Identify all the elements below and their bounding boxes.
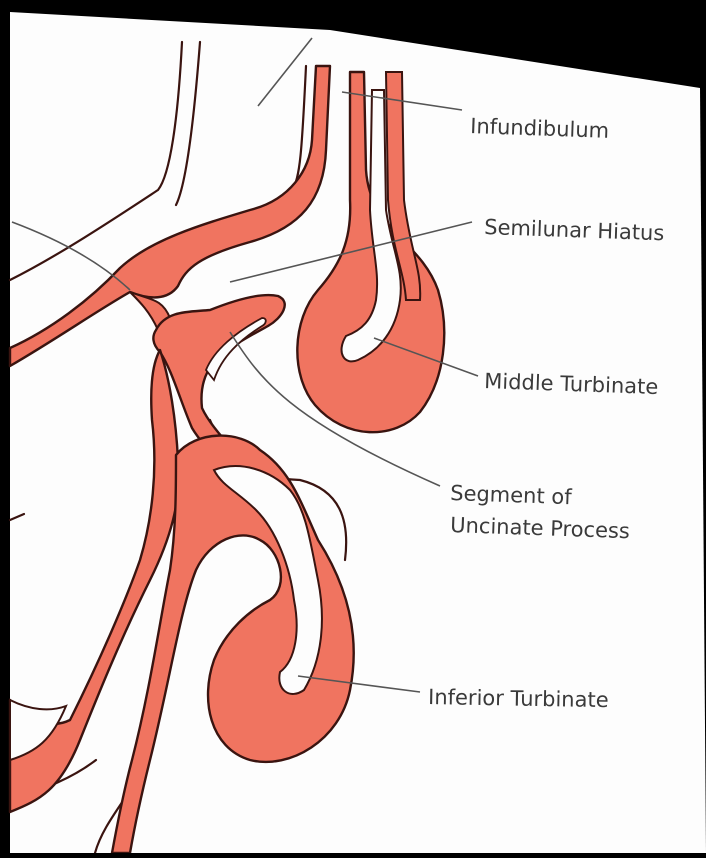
label-inferior-turbinate: Inferior Turbinate	[428, 685, 609, 712]
label-uncinate-line1: Segment of	[450, 481, 573, 509]
label-infundibulum: Infundibulum	[470, 114, 610, 143]
